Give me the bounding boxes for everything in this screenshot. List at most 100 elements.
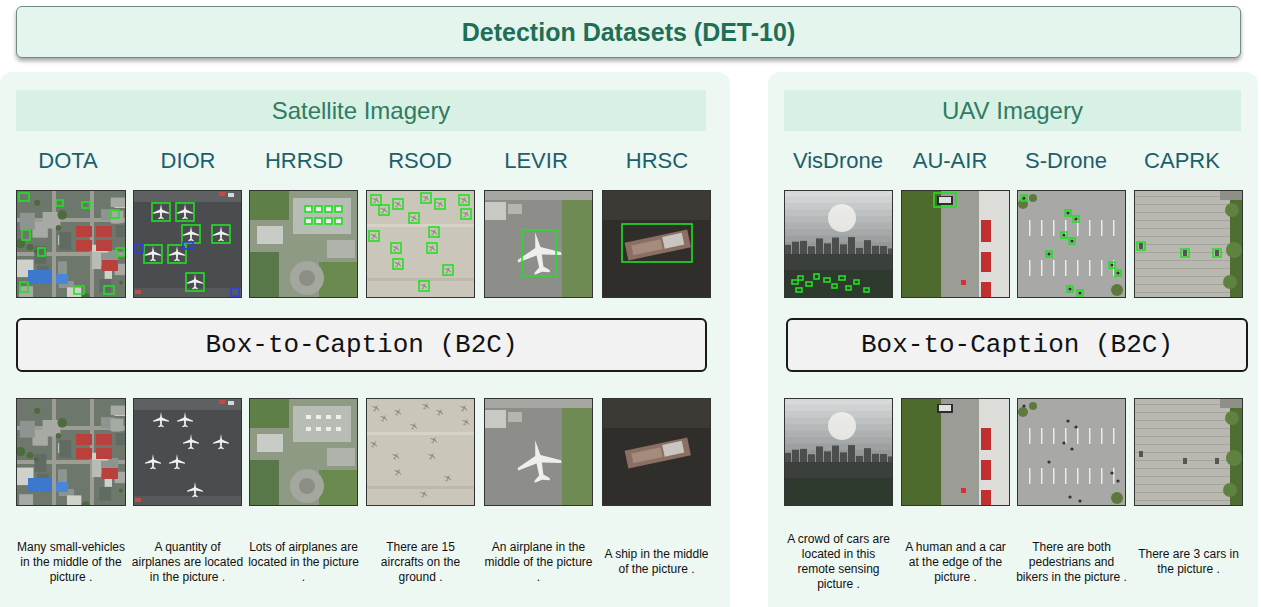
image-detail — [484, 398, 593, 408]
image-detail — [56, 274, 68, 284]
image-detail — [110, 211, 123, 224]
image-frame — [250, 399, 358, 506]
airplane-symbol — [371, 195, 382, 206]
image-detail — [602, 398, 711, 428]
image-detail — [1134, 236, 1230, 237]
image-detail — [112, 419, 119, 432]
image-detail — [941, 190, 979, 298]
image-detail — [249, 460, 279, 506]
airplane-symbol — [145, 454, 161, 469]
image-detail — [67, 495, 81, 506]
image-detail — [662, 233, 684, 249]
image-detail — [326, 219, 331, 223]
detection-box — [1046, 251, 1052, 257]
airplane-symbol — [153, 204, 169, 219]
image-detail — [800, 241, 807, 256]
image-detail — [316, 207, 321, 211]
airplane-symbol — [213, 434, 229, 449]
image-frame — [603, 399, 711, 506]
detection-box — [111, 210, 119, 218]
image-detail — [1077, 428, 1079, 444]
image-detail — [784, 398, 893, 405]
airplane-symbol — [459, 403, 470, 414]
airplane-symbol — [409, 213, 420, 224]
image-detail — [848, 445, 855, 464]
image-detail — [76, 434, 92, 445]
image-detail — [937, 404, 953, 413]
image-detail — [19, 494, 33, 506]
airplane-symbol — [391, 451, 402, 462]
detection-box — [854, 280, 859, 284]
image-detail — [56, 225, 61, 230]
detection-box — [393, 199, 403, 209]
image-detail — [1183, 458, 1187, 464]
image-detail — [1226, 242, 1242, 258]
image-detail — [1101, 220, 1103, 236]
dataset-image — [249, 190, 358, 298]
image-detail — [1101, 468, 1103, 484]
image-detail — [1215, 250, 1219, 256]
image-frame — [603, 191, 711, 298]
caption-text: A ship in the middle of the picture . — [601, 526, 713, 598]
detection-box — [824, 278, 830, 282]
dataset-image — [484, 190, 593, 298]
image-detail — [1041, 428, 1043, 444]
image-detail — [1215, 458, 1219, 464]
image-detail — [981, 220, 991, 242]
image-detail — [290, 261, 324, 295]
airplane-symbol — [169, 454, 185, 469]
image-detail — [979, 398, 1010, 506]
detection-box — [443, 265, 453, 275]
image-detail — [28, 478, 52, 492]
process-label: Box-to-Caption (B2C) — [861, 330, 1173, 360]
caption-text: A quantity of airplanes are located in t… — [132, 526, 244, 598]
dataset-image — [366, 398, 475, 506]
image-detail — [135, 290, 141, 294]
image-detail — [1022, 196, 1025, 199]
image-detail — [981, 252, 991, 272]
detection-box — [1065, 210, 1071, 216]
image-detail — [631, 447, 662, 463]
caption-text: Lots of airplanes are located in the pic… — [248, 526, 360, 598]
dataset-name: CAPRK — [1117, 145, 1247, 177]
detection-box — [522, 230, 556, 276]
airplane-symbol — [514, 437, 565, 486]
dataset-image — [16, 398, 126, 506]
detection-box — [74, 286, 84, 294]
detection-box — [176, 203, 194, 221]
image-detail — [981, 460, 991, 480]
image-detail — [336, 219, 341, 223]
image-detail — [366, 190, 475, 298]
image-detail — [562, 398, 593, 506]
image-detail — [816, 446, 823, 464]
image-detail — [1022, 404, 1025, 407]
image-detail — [20, 213, 35, 230]
caption-text: A human and a car at the edge of the pic… — [900, 526, 1012, 598]
image-detail — [110, 419, 123, 432]
detection-box — [792, 280, 798, 284]
image-detail — [219, 400, 225, 404]
image-detail — [562, 190, 593, 298]
airplane-symbol — [429, 227, 440, 238]
image-detail — [1134, 412, 1230, 413]
airplane-symbol — [371, 403, 382, 414]
image-detail — [1134, 484, 1230, 485]
detection-box — [182, 225, 200, 243]
image-detail — [76, 226, 92, 237]
dataset-name: HRRSD — [239, 145, 369, 177]
detection-box — [1115, 270, 1121, 276]
detection-box — [231, 288, 239, 296]
image-detail — [484, 398, 593, 506]
image-detail — [1065, 260, 1067, 276]
image-detail — [299, 270, 315, 286]
detection-box — [1021, 195, 1027, 201]
image-detail — [961, 280, 966, 285]
heading-band: Satellite Imagery — [16, 90, 706, 131]
image-detail — [792, 450, 799, 464]
image-detail — [293, 406, 351, 442]
image-detail — [336, 415, 341, 419]
image-detail — [864, 448, 871, 464]
airplane-symbol — [393, 259, 404, 270]
detection-box — [814, 274, 819, 279]
airplane-symbol — [393, 407, 404, 418]
